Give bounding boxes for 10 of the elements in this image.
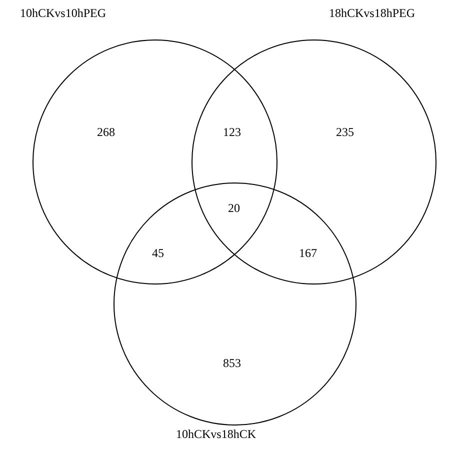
count-label: 235 (336, 125, 354, 139)
count-label: 268 (97, 125, 115, 139)
count-label: 167 (299, 246, 317, 260)
set-label: 10hCKvs18hCK (176, 427, 256, 441)
count-label: 45 (152, 246, 164, 260)
set-label: 18hCKvs18hPEG (329, 6, 416, 20)
count-label: 853 (223, 356, 241, 370)
count-label: 20 (228, 201, 240, 215)
set-label: 10hCKvs10hPEG (20, 6, 106, 20)
count-label: 123 (223, 125, 241, 139)
